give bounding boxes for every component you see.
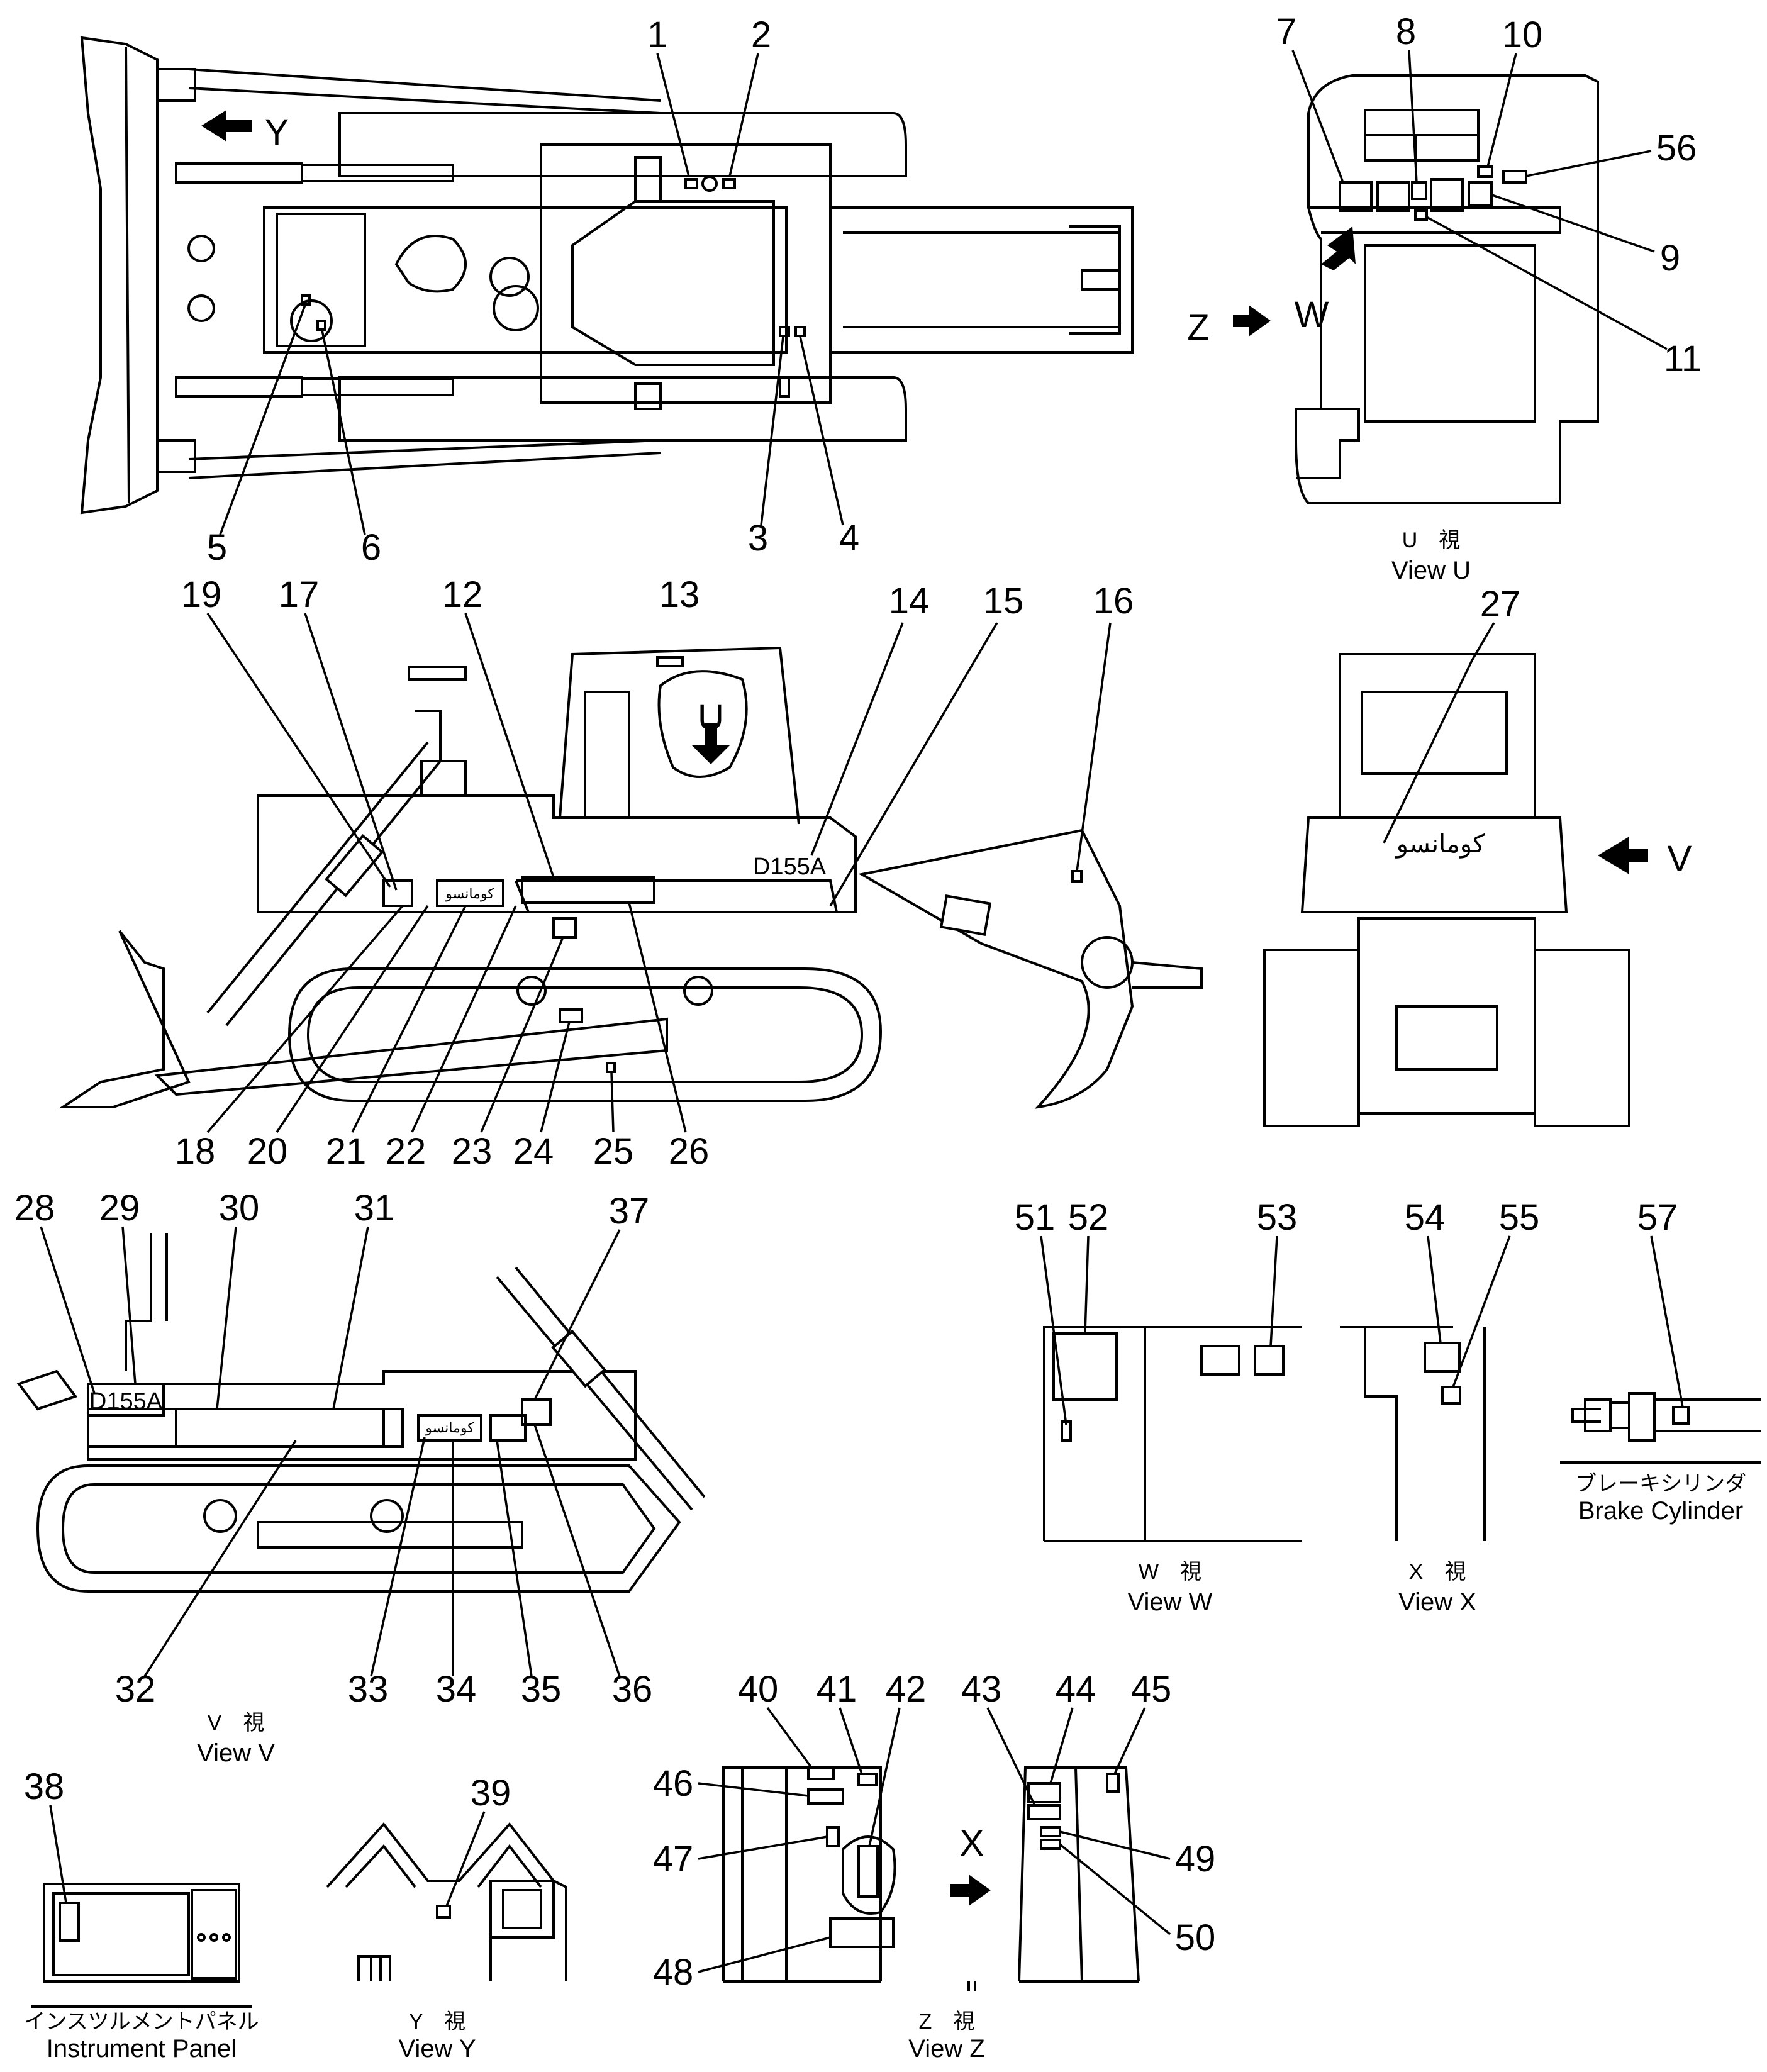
callout-28: 28 [14, 1188, 55, 1228]
arrow-letter-v: V [1668, 838, 1692, 879]
view-x-caption-jp: X 視 [1409, 1560, 1466, 1584]
view-w-caption-jp: W 視 [1139, 1560, 1201, 1584]
view-w: 51 52 53 W 視 View W [1015, 1197, 1302, 1616]
callout-49: 49 [1175, 1839, 1216, 1880]
arrow-letter-z: Z [1187, 307, 1209, 348]
view-z-caption-jp: Z 視 [919, 2010, 975, 2034]
arrow-letter-w: W [1295, 294, 1329, 335]
view-x-caption: View X [1398, 1588, 1476, 1616]
instrument-panel: 38 インスツルメントパネル Instrument Panel [24, 1766, 259, 2063]
brake-cylinder: 57 ブレーキシリンダ Brake Cylinder [1560, 1197, 1761, 1525]
callout-22: 22 [386, 1131, 426, 1172]
callout-32: 32 [115, 1669, 156, 1710]
instrument-panel-label-jp: インスツルメントパネル [24, 2010, 259, 2034]
arrow-letter-y: Y [265, 112, 289, 153]
callout-54: 54 [1405, 1197, 1446, 1238]
view-u-caption: View U [1391, 557, 1471, 584]
callout-39: 39 [471, 1773, 511, 1813]
side-model-label: D155A [753, 854, 827, 880]
callout-46: 46 [653, 1763, 694, 1804]
side-view: U D155A کومانسو [59, 646, 1203, 1109]
view-v-caption: View V [197, 1739, 275, 1767]
callout-34: 34 [436, 1669, 477, 1710]
callout-43: 43 [961, 1669, 1002, 1710]
callout-44: 44 [1056, 1669, 1096, 1710]
view-y: 39 Y 視 View Y [326, 1773, 567, 2063]
callout-40: 40 [738, 1669, 779, 1710]
top-view: Y [80, 36, 1134, 515]
callout-55: 55 [1499, 1197, 1540, 1238]
callout-13: 13 [659, 574, 700, 615]
callout-17: 17 [279, 574, 320, 615]
callout-14: 14 [889, 581, 930, 621]
callout-30: 30 [219, 1188, 260, 1228]
callout-9: 9 [1660, 238, 1680, 279]
callout-37: 37 [609, 1191, 650, 1232]
callout-19: 19 [181, 574, 222, 615]
callout-56: 56 [1656, 128, 1697, 169]
callout-10: 10 [1502, 14, 1543, 55]
callout-38: 38 [24, 1766, 65, 1807]
callout-16: 16 [1093, 581, 1134, 621]
view-z: X 40 41 42 46 47 48 43 44 45 49 50 Z 視 V… [653, 1669, 1216, 2063]
view-u-callouts: 7 8 10 56 9 11 [1276, 11, 1702, 379]
callout-52: 52 [1068, 1197, 1109, 1238]
brake-cylinder-label-jp: ブレーキシリンダ [1575, 1472, 1746, 1496]
callout-47: 47 [653, 1839, 694, 1880]
callout-51: 51 [1015, 1197, 1056, 1238]
callout-29: 29 [99, 1188, 140, 1228]
callout-33: 33 [348, 1669, 389, 1710]
side-view-callouts: 19 17 12 13 14 15 16 18 20 21 22 23 24 2… [175, 574, 1134, 1172]
callout-15: 15 [983, 581, 1024, 621]
callout-12: 12 [442, 574, 483, 615]
arrow-letter-x: X [960, 1823, 984, 1864]
view-v: D155A کومانسو [16, 1233, 706, 1593]
v-brand: کومانسو [425, 1420, 474, 1436]
callout-3: 3 [748, 518, 768, 559]
callout-1: 1 [647, 14, 667, 55]
view-v-caption-jp: V 視 [208, 1711, 265, 1735]
brake-cylinder-label: Brake Cylinder [1578, 1497, 1743, 1525]
callout-5: 5 [207, 527, 227, 568]
callout-50: 50 [1175, 1917, 1216, 1958]
callout-7: 7 [1276, 11, 1296, 52]
callout-35: 35 [521, 1669, 562, 1710]
view-v-callouts: 28 29 30 31 37 32 33 34 35 36 V 視 View V [14, 1188, 653, 1767]
instrument-panel-label: Instrument Panel [47, 2035, 237, 2063]
view-y-caption-jp: Y 視 [409, 2010, 465, 2034]
callout-8: 8 [1396, 11, 1416, 52]
callout-42: 42 [886, 1669, 927, 1710]
rear-view: کومانسو V 27 [1263, 584, 1692, 1127]
callout-20: 20 [247, 1131, 288, 1172]
side-brand: کومانسو [445, 886, 494, 902]
callout-31: 31 [354, 1188, 395, 1228]
callout-24: 24 [513, 1131, 554, 1172]
callout-21: 21 [326, 1131, 367, 1172]
rear-brand: کومانسو [1395, 830, 1486, 859]
view-x: 54 55 X 視 View X [1340, 1197, 1539, 1616]
view-u: W Z U 視 View U [1187, 74, 1599, 584]
callout-25: 25 [593, 1131, 634, 1172]
callout-26: 26 [669, 1131, 710, 1172]
v-model-label: D155A [89, 1388, 163, 1415]
callout-57: 57 [1637, 1197, 1678, 1238]
callout-18: 18 [175, 1131, 216, 1172]
callout-53: 53 [1257, 1197, 1298, 1238]
callout-27: 27 [1480, 584, 1521, 625]
callout-41: 41 [817, 1669, 857, 1710]
callout-48: 48 [653, 1952, 694, 1993]
callout-45: 45 [1131, 1669, 1172, 1710]
callout-11: 11 [1664, 338, 1702, 379]
view-z-caption: View Z [908, 2035, 985, 2063]
view-w-caption: View W [1128, 1588, 1213, 1616]
view-u-caption-jp: U 視 [1402, 528, 1461, 552]
callout-2: 2 [751, 14, 771, 55]
view-y-caption: View Y [398, 2035, 476, 2063]
top-view-callouts: 1 2 3 4 5 6 [207, 14, 859, 568]
callout-23: 23 [452, 1131, 493, 1172]
